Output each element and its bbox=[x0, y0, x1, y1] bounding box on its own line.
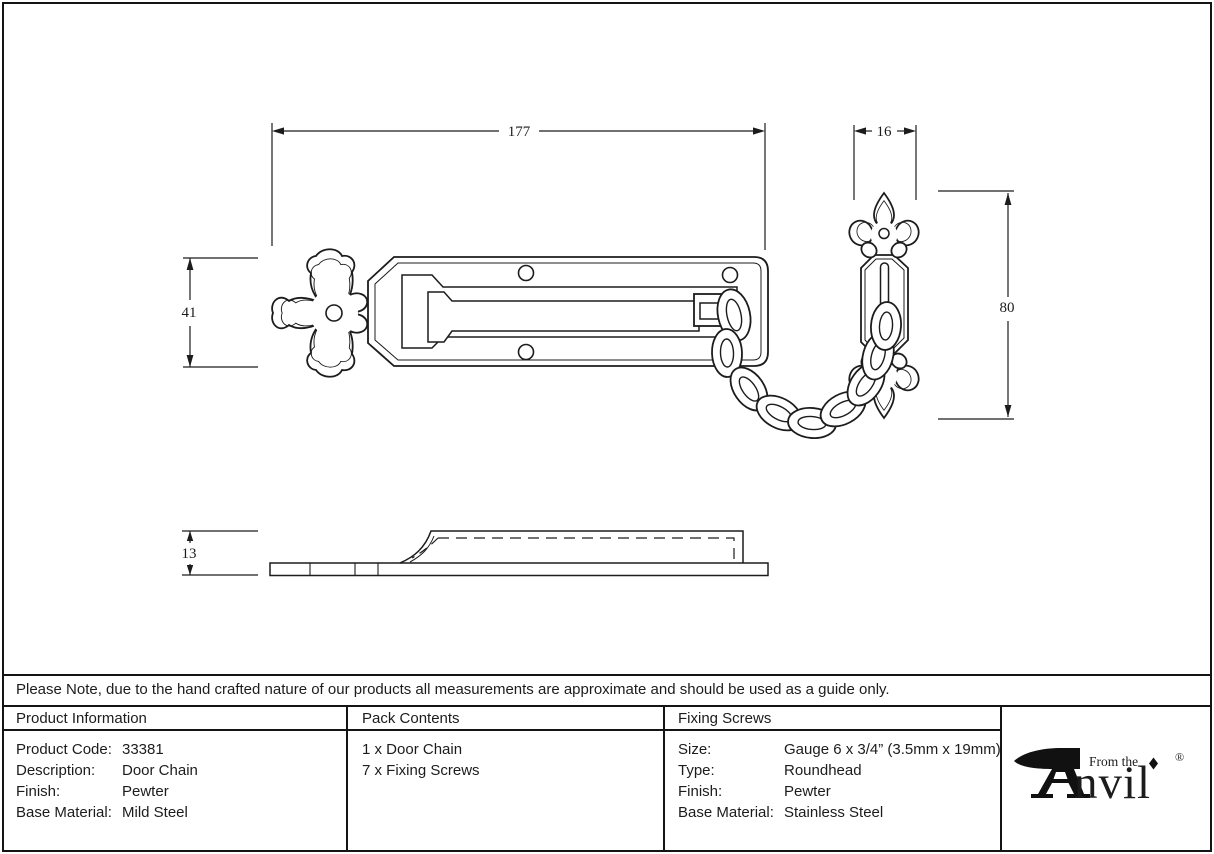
dim-label-plate-length: 177 bbox=[508, 124, 531, 140]
dim-label-profile-height: 13 bbox=[182, 546, 197, 562]
arrowhead-icon bbox=[186, 565, 194, 575]
technical-drawing: 177 16 41 80 13 bbox=[182, 123, 1015, 577]
dimension-plate-height bbox=[183, 257, 258, 368]
finial-arm bbox=[860, 241, 878, 259]
divider bbox=[4, 705, 1210, 707]
finial-arm bbox=[890, 241, 908, 259]
side-channel-inner bbox=[409, 535, 435, 563]
flower-end bbox=[271, 248, 369, 378]
note-text: Please Note, due to the hand crafted nat… bbox=[16, 681, 890, 698]
dim-label-keep-height: 80 bbox=[1000, 300, 1015, 316]
table-row-value: Roundhead bbox=[784, 762, 862, 779]
dimension-keep-height bbox=[938, 190, 1014, 420]
arrowhead-icon bbox=[272, 127, 284, 135]
table-row-label: Type: bbox=[678, 762, 715, 779]
arrowhead-icon bbox=[1004, 193, 1012, 205]
header-underline bbox=[4, 729, 1000, 731]
table-row-value: 33381 bbox=[122, 741, 164, 758]
dim-label-keep-width: 16 bbox=[877, 124, 893, 140]
chain bbox=[711, 288, 902, 439]
pack-contents-item: 7 x Fixing Screws bbox=[362, 762, 480, 779]
table-row-label: Finish: bbox=[16, 783, 61, 800]
table-row-label: Size: bbox=[678, 741, 712, 758]
table-row-value: Gauge 6 x 3/4” (3.5mm x 19mm) bbox=[784, 741, 1001, 758]
plate-inner-outline bbox=[374, 262, 762, 361]
arrowhead-icon bbox=[186, 355, 194, 367]
product-information-header: Product Information bbox=[16, 710, 147, 727]
side-base-plate bbox=[269, 562, 769, 577]
screw-hole bbox=[325, 304, 343, 322]
table-row-label: Description: bbox=[16, 762, 96, 779]
table-row-value: Pewter bbox=[122, 783, 169, 800]
column-divider bbox=[663, 705, 665, 852]
diamond-icon bbox=[1149, 757, 1158, 770]
dimension-plate-length bbox=[271, 123, 766, 250]
flower-inner-outline bbox=[280, 258, 352, 368]
anvil-icon bbox=[1014, 748, 1090, 798]
arrowhead-icon bbox=[186, 531, 194, 541]
table-row-value: Mild Steel bbox=[122, 804, 188, 821]
arrowhead-icon bbox=[186, 258, 194, 270]
arrowhead-icon bbox=[904, 127, 916, 135]
screw-hole bbox=[878, 227, 890, 240]
fixing-screws-header: Fixing Screws bbox=[678, 710, 772, 727]
from-the-anvil-logo: From the nvil ® bbox=[1014, 748, 1184, 809]
table-row-value: Door Chain bbox=[122, 762, 198, 779]
table-row-value: Stainless Steel bbox=[784, 804, 884, 821]
dim-label-plate-height: 41 bbox=[182, 305, 197, 321]
table-row-label: Base Material: bbox=[678, 804, 774, 821]
divider bbox=[4, 674, 1210, 676]
column-divider bbox=[346, 705, 348, 852]
side-raised-channel bbox=[399, 530, 744, 564]
table-row-label: Product Code: bbox=[16, 741, 112, 758]
side-hidden-line bbox=[438, 537, 735, 560]
side-hidden-line bbox=[411, 537, 439, 559]
table-row-label: Finish: bbox=[678, 783, 723, 800]
screw-hole bbox=[721, 266, 739, 284]
slide-bolt bbox=[427, 291, 700, 343]
pack-contents-item: 1 x Door Chain bbox=[362, 741, 463, 758]
table-row-label: Base Material: bbox=[16, 804, 112, 821]
side-view bbox=[269, 530, 769, 577]
logo-anvil-text: nvil bbox=[1074, 757, 1151, 809]
logo-from-the: From the bbox=[1089, 754, 1138, 769]
screw-hole bbox=[517, 343, 535, 361]
dimension-keep-width bbox=[853, 125, 917, 200]
arrowhead-icon bbox=[1004, 405, 1012, 417]
dimension-profile-height bbox=[182, 530, 258, 576]
plan-view-main-plate bbox=[367, 256, 769, 367]
arrowhead-icon bbox=[753, 127, 765, 135]
screw-hole bbox=[517, 264, 535, 282]
keep-top-finial bbox=[848, 191, 920, 259]
registered-trademark-icon: ® bbox=[1175, 750, 1184, 764]
table-row-value: Pewter bbox=[784, 783, 831, 800]
arrowhead-icon bbox=[854, 127, 866, 135]
column-divider bbox=[1000, 705, 1002, 852]
pack-contents-header: Pack Contents bbox=[362, 710, 460, 727]
